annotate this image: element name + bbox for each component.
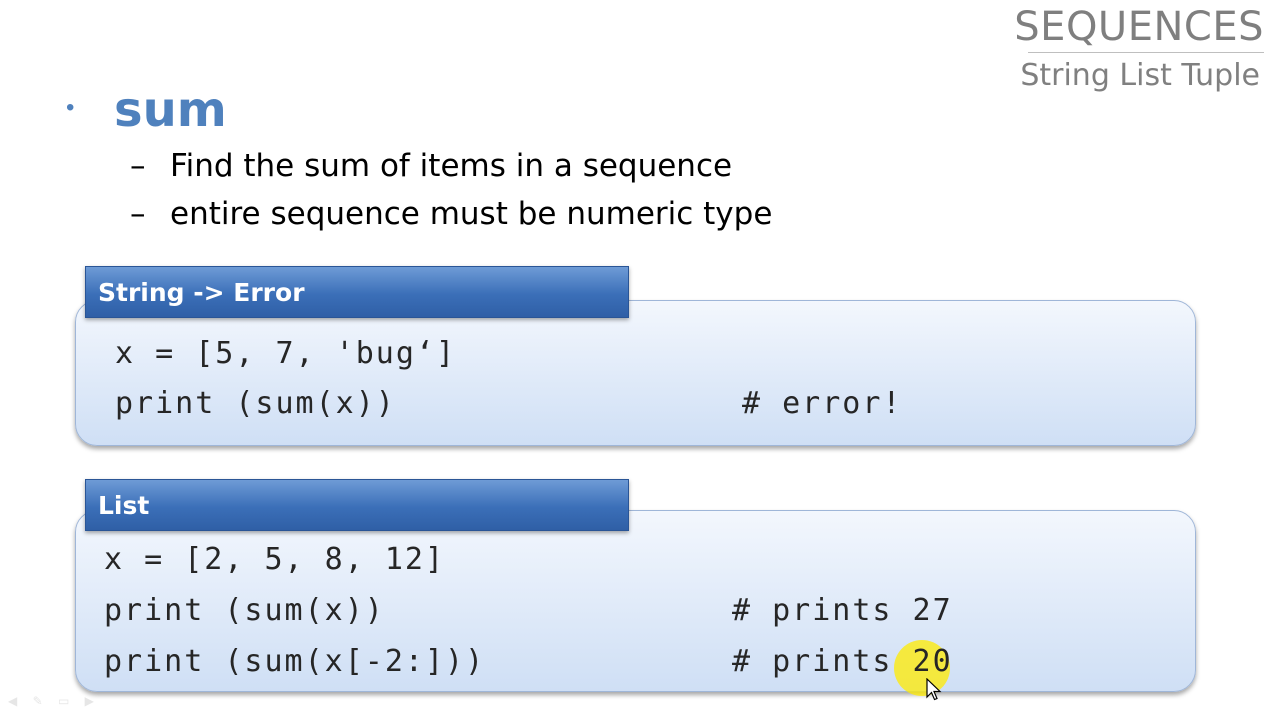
code-comment: # error! (742, 386, 903, 421)
code-panel-string (75, 300, 1196, 446)
code-comment: # prints 27 (732, 593, 953, 628)
code-line: x = [2, 5, 8, 12] (104, 542, 446, 577)
code-panel-list (75, 510, 1196, 692)
section-title: SEQUENCES (1014, 4, 1264, 50)
sub-item-2-text: entire sequence must be numeric type (170, 196, 773, 232)
sub-item-1: –Find the sum of items in a sequence (130, 148, 732, 184)
code-panel-string-header: String -> Error (85, 266, 629, 318)
code-line: print (sum(x)) (104, 593, 385, 628)
sub-item-2: –entire sequence must be numeric type (130, 196, 772, 232)
section-subtitle: String List Tuple (1020, 58, 1260, 93)
mouse-pointer-icon (926, 678, 942, 701)
code-comment: # prints 20 (732, 644, 953, 679)
header-divider (1028, 52, 1264, 53)
slide-title: sum (114, 82, 227, 138)
cursor-highlight (894, 640, 950, 696)
presentation-controls[interactable]: ◀ ✎ ▭ ▶ (8, 694, 100, 708)
code-line: x = [5, 7, 'bug‘] (115, 336, 457, 371)
code-line: print (sum(x)) (115, 386, 396, 421)
code-line: print (sum(x[-2:])) (104, 644, 486, 679)
bullet-dot-icon: • (66, 94, 75, 121)
sub-item-1-text: Find the sum of items in a sequence (170, 148, 733, 184)
code-panel-list-header: List (85, 479, 629, 531)
dash-icon: – (130, 196, 146, 232)
dash-icon: – (130, 148, 146, 184)
